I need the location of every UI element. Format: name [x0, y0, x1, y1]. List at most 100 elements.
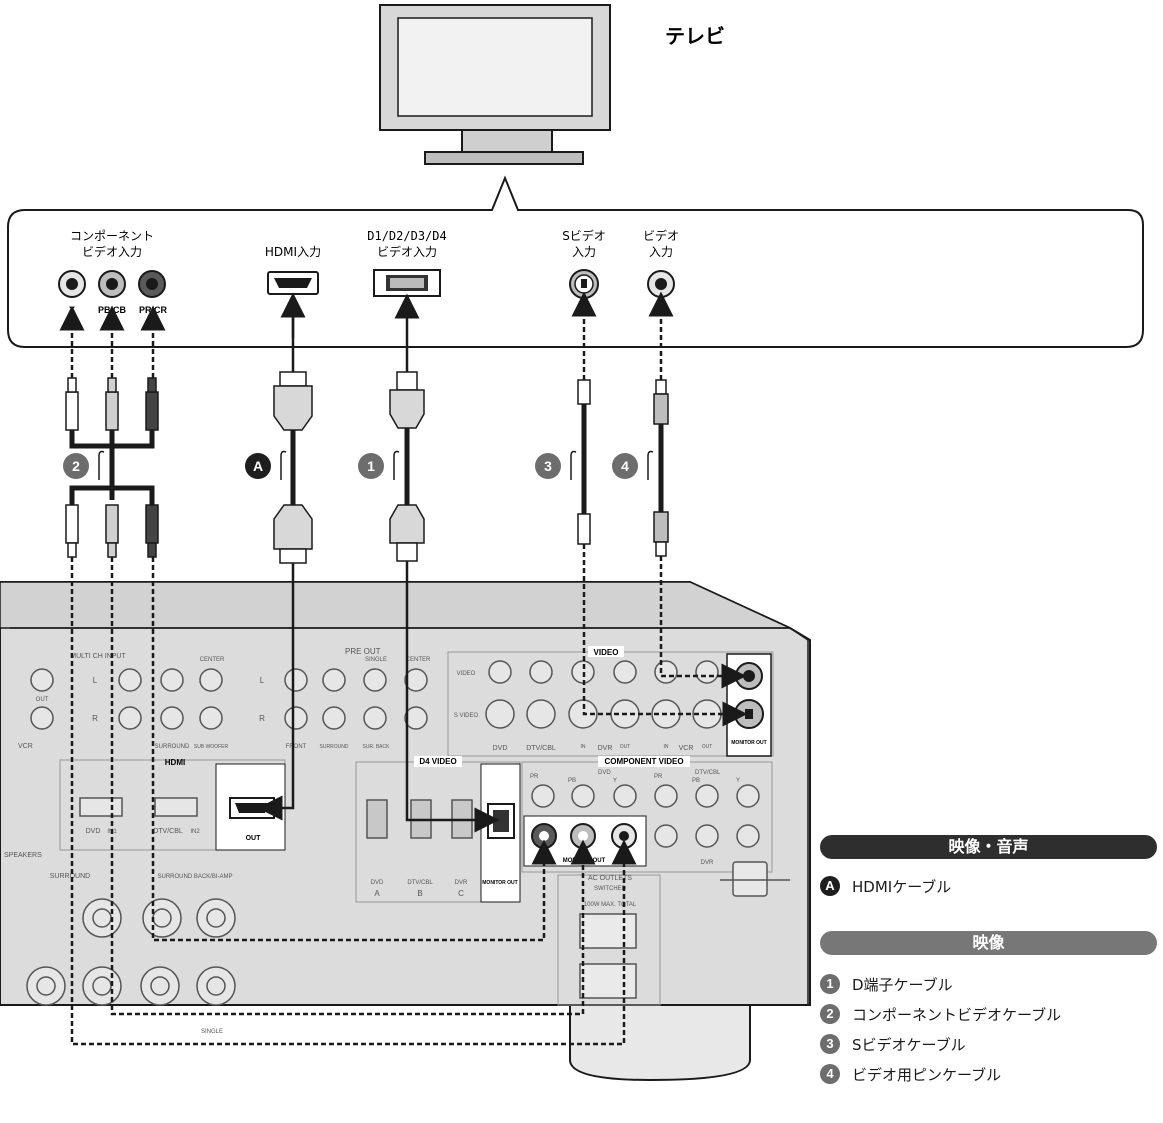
label-front: FRONT [286, 744, 307, 750]
legend-heading-av: 映像・音声 [820, 835, 1157, 859]
badge-1-label: 1 [367, 458, 375, 474]
component-input-title-1: コンポーネント [70, 229, 154, 243]
label-center-1: CENTER [200, 657, 225, 663]
legend-badge-1: 1 [820, 974, 840, 994]
label-hdmi-in2: IN2 [190, 829, 200, 835]
badge-3 [535, 452, 576, 481]
legend-badge-a: A [820, 876, 840, 896]
label-surround-back: SURROUND BACK/BI-AMP [157, 874, 232, 880]
label-comp-pb-2: PB [692, 778, 700, 784]
tv-input-panel [8, 178, 1143, 347]
label-sur-back: SUR. BACK [363, 744, 391, 750]
jack-label-y: Y [69, 305, 75, 315]
legend-label-s-video: Sビデオケーブル [852, 1034, 966, 1055]
label-pre-out: PRE OUT [345, 647, 381, 656]
label-video-row: VIDEO [457, 671, 476, 677]
legend: 映像・音声 A HDMIケーブル 映像 1 D端子ケーブル 2 コンポーネントビ… [820, 835, 1157, 1089]
badge-2 [63, 452, 104, 481]
hdmi-input-title: HDMI入力 [265, 245, 321, 259]
label-out-2: OUT [702, 744, 713, 750]
legend-badge-3: 3 [820, 1034, 840, 1054]
label-out-audio: OUT [36, 697, 49, 703]
legend-item-component: 2 コンポーネントビデオケーブル [820, 999, 1157, 1029]
label-vcr-audio: VCR [18, 743, 33, 750]
d-terminal-title-1: D1/D2/D3/D4 [367, 229, 446, 243]
label-speaker-surround: SURROUND [50, 873, 90, 880]
label-l-2: L [260, 676, 265, 685]
badge-1 [358, 452, 399, 481]
legend-label-d-terminal: D端子ケーブル [852, 974, 953, 995]
label-comp-y-2: Y [736, 778, 740, 784]
label-d4-video: D4 VIDEO [419, 757, 456, 766]
legend-label-component: コンポーネントビデオケーブル [852, 1004, 1061, 1025]
label-sub-woofer: SUB WOOFER [194, 744, 229, 750]
legend-badge-4: 4 [820, 1064, 840, 1084]
video-input-title-2: 入力 [649, 245, 673, 259]
component-monitor-out-jacks [532, 824, 636, 848]
label-single: SINGLE [365, 657, 387, 663]
label-ac-outlets: AC OUTLETS [588, 875, 632, 882]
label-vcr-video: VCR [679, 745, 694, 752]
legend-badge-2: 2 [820, 1004, 840, 1024]
badge-a [245, 452, 286, 481]
tv-s-video-port [570, 270, 598, 298]
label-dtv-video: DTV/CBL [526, 745, 556, 752]
tv-hdmi-port [268, 272, 318, 294]
label-s-video-row: S VIDEO [454, 713, 479, 719]
label-d4-b: B [417, 889, 422, 898]
video-input-title-1: ビデオ [643, 228, 679, 243]
badge-a-label: A [253, 458, 263, 474]
label-comp-pr-2: PR [654, 774, 663, 780]
label-out-1: OUT [620, 744, 631, 750]
label-d4-dvd: DVD [371, 880, 384, 886]
legend-label-hdmi: HDMIケーブル [852, 876, 951, 897]
s-video-title-2: 入力 [572, 245, 596, 259]
jack-label-pr: PR/CR [139, 305, 168, 315]
label-surround-pre: SURROUND [320, 744, 349, 750]
legend-heading-video: 映像 [820, 931, 1157, 955]
label-hdmi-section: HDMI [165, 758, 185, 767]
label-d4-monitor-out: MONITOR OUT [482, 880, 517, 886]
legend-label-video-pin: ビデオ用ピンケーブル [852, 1064, 1001, 1085]
label-max-total: 100W MAX. TOTAL [584, 902, 637, 908]
label-d4-a: A [374, 889, 380, 898]
tv-label: テレビ [665, 24, 725, 48]
label-comp-pr-1: PR [530, 774, 539, 780]
tv-component-jacks [59, 271, 165, 297]
badge-3-label: 3 [544, 458, 552, 474]
label-hdmi-dtv: DTV/CBL [153, 828, 183, 835]
label-d4-dtv: DTV/CBL [407, 880, 433, 886]
jack-label-pb: PB/CB [98, 305, 127, 315]
label-d4-dvr: DVR [455, 880, 468, 886]
s-video-title-1: Sビデオ [562, 228, 606, 243]
label-dvd-video: DVD [493, 745, 508, 752]
label-l-1: L [93, 676, 98, 685]
legend-item-video-pin: 4 ビデオ用ピンケーブル [820, 1059, 1157, 1089]
receiver-d4-monitor-out-port [488, 804, 514, 838]
label-r-2: R [259, 714, 265, 723]
label-video-section: VIDEO [594, 648, 619, 657]
label-switched: SWITCHED [594, 886, 627, 892]
label-video-monitor-out: MONITOR OUT [731, 740, 766, 746]
label-in-1: IN [581, 744, 586, 750]
label-comp-y-1: Y [613, 778, 617, 784]
label-hdmi-out: OUT [246, 835, 262, 842]
label-hdmi-dvd: DVD [86, 828, 101, 835]
label-center-2: CENTER [406, 657, 431, 663]
label-multi-ch-input: MULTI CH INPUT [70, 653, 126, 660]
badge-4 [612, 452, 653, 481]
label-comp-dtv: DTV/CBL [695, 770, 721, 776]
tv-video-port [648, 271, 674, 297]
label-single-speaker: SINGLE [201, 1029, 223, 1035]
legend-item-d-terminal: 1 D端子ケーブル [820, 969, 1157, 999]
legend-item-hdmi: A HDMIケーブル [820, 871, 1157, 901]
television [380, 5, 610, 164]
label-surround-audio: SURROUND [155, 744, 190, 750]
label-speakers: SPEAKERS [4, 852, 42, 859]
label-r-1: R [92, 714, 98, 723]
label-dvr-video: DVR [598, 745, 613, 752]
badge-2-label: 2 [72, 458, 80, 474]
label-in-2: IN [664, 744, 669, 750]
label-component-video: COMPONENT VIDEO [604, 757, 683, 766]
legend-item-s-video: 3 Sビデオケーブル [820, 1029, 1157, 1059]
